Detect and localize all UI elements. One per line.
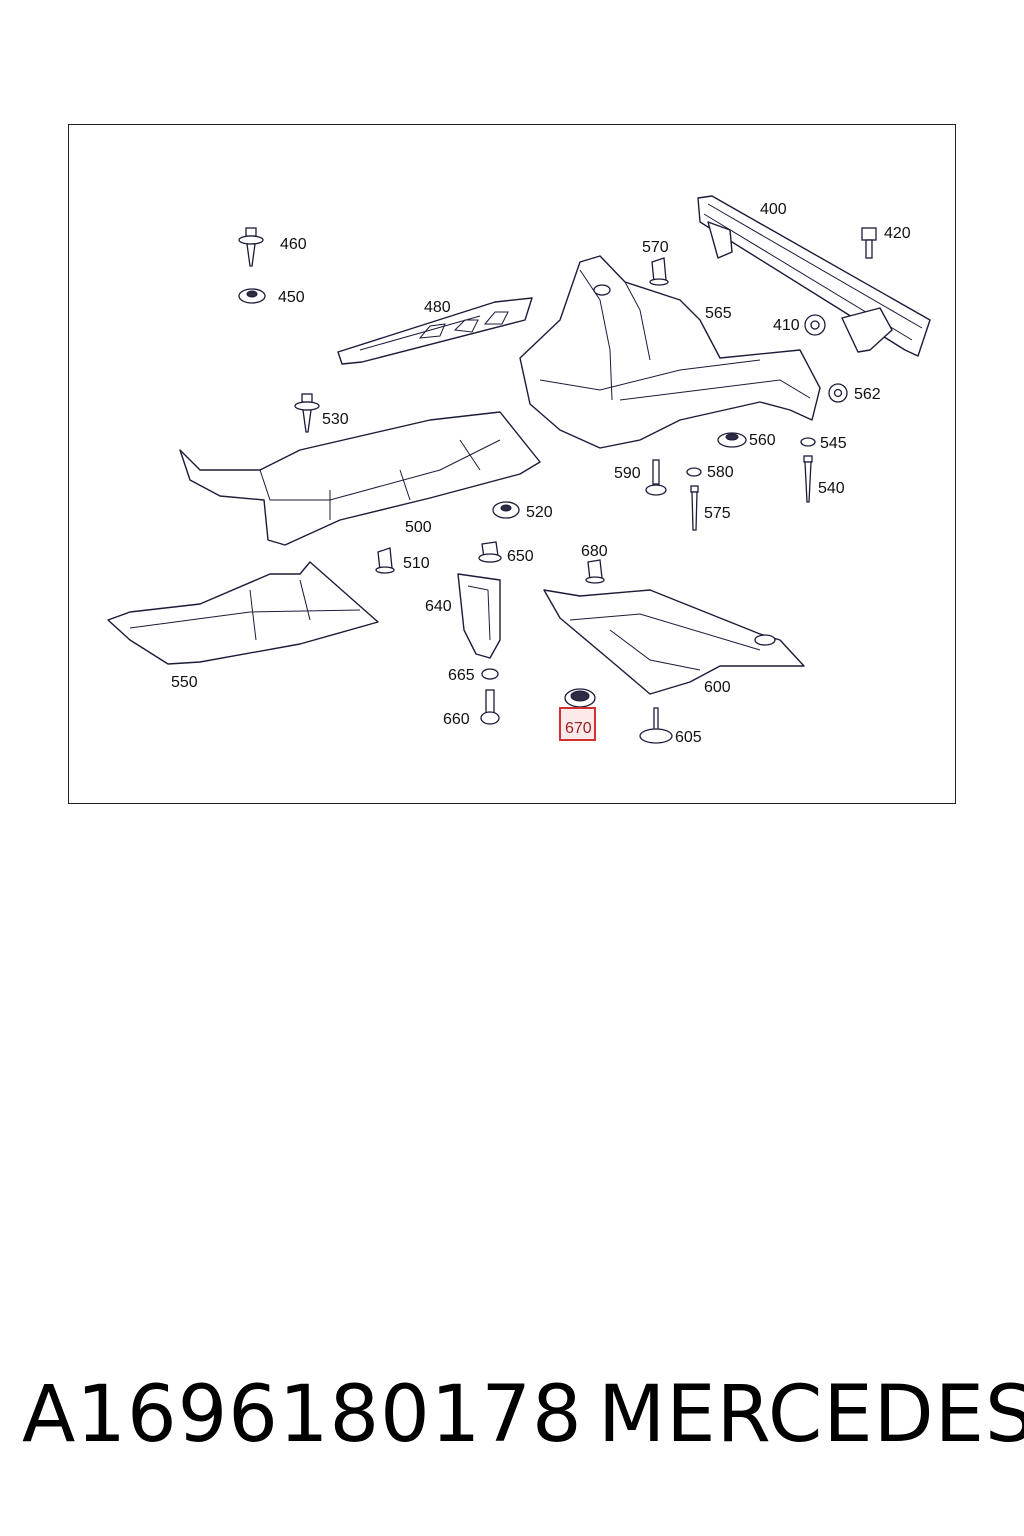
label-670[interactable]: 670	[565, 720, 592, 737]
label-530: 530	[322, 411, 349, 428]
part-665-washer-icon	[481, 668, 499, 680]
label-650: 650	[507, 548, 534, 565]
part-510-clip-icon	[375, 547, 395, 574]
label-410: 410	[773, 317, 800, 334]
label-560: 560	[749, 432, 776, 449]
part-680-clip-icon	[585, 559, 605, 584]
part-520-clip-icon	[492, 501, 520, 519]
part-number-text: A1696180178	[22, 1370, 583, 1460]
part-460-screw-icon	[238, 227, 264, 267]
part-420-bolt-icon	[861, 227, 877, 259]
part-660-bolt-icon	[480, 689, 500, 725]
label-680: 680	[581, 543, 608, 560]
part-550-underbody-panel	[107, 561, 379, 665]
label-540: 540	[818, 480, 845, 497]
label-575: 575	[704, 505, 731, 522]
part-450-clip-icon	[238, 288, 266, 304]
part-560-clip-icon	[717, 432, 747, 448]
label-460: 460	[280, 236, 307, 253]
part-545-washer-icon	[800, 437, 816, 447]
highlight-box-670	[559, 707, 596, 741]
part-562-nut-icon	[828, 383, 848, 403]
label-605: 605	[675, 729, 702, 746]
label-480: 480	[424, 299, 451, 316]
label-570: 570	[642, 239, 669, 256]
part-565-liner	[519, 255, 821, 449]
part-480-panel	[337, 297, 533, 365]
part-400-rail	[697, 195, 931, 357]
part-600-underbody-panel	[543, 589, 805, 695]
part-590-bolt-icon	[645, 459, 667, 496]
part-530-screw-icon	[294, 393, 320, 433]
label-400: 400	[760, 201, 787, 218]
part-640-bracket	[457, 573, 501, 659]
label-565: 565	[705, 305, 732, 322]
label-450: 450	[278, 289, 305, 306]
label-660: 660	[443, 711, 470, 728]
label-665: 665	[448, 667, 475, 684]
part-500-underbody-panel	[179, 411, 541, 546]
part-670-grommet-icon	[564, 688, 596, 708]
brand-text: MERCEDES	[598, 1370, 1024, 1460]
part-575-screw-icon	[690, 485, 699, 531]
label-545: 545	[820, 435, 847, 452]
part-410-nut-icon	[804, 314, 826, 336]
label-520: 520	[526, 504, 553, 521]
part-540-screw-icon	[803, 455, 813, 503]
label-562: 562	[854, 386, 881, 403]
label-550: 550	[171, 674, 198, 691]
label-500: 500	[405, 519, 432, 536]
part-580-washer-icon	[686, 467, 702, 477]
label-510: 510	[403, 555, 430, 572]
label-640: 640	[425, 598, 452, 615]
part-570-clip-icon	[649, 257, 669, 286]
part-605-screw-icon	[639, 707, 673, 744]
label-420: 420	[884, 225, 911, 242]
part-650-nut-icon	[478, 541, 502, 563]
label-590: 590	[614, 465, 641, 482]
label-580: 580	[707, 464, 734, 481]
label-600: 600	[704, 679, 731, 696]
